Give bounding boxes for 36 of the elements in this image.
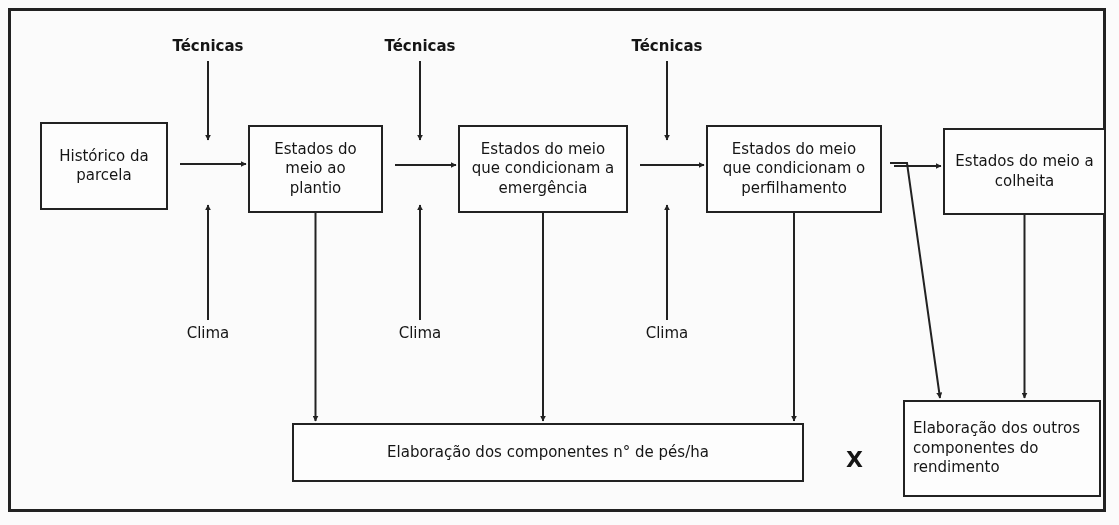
arrow [179,161,247,167]
box-text: Elaboração dos componentes n° de pés/ha [387,442,709,463]
input-label: Clima [173,322,243,344]
box-text: Estados do meio que condicionam o perfilhamento [721,139,867,199]
arrow [540,212,546,422]
input-label: Técnicas [163,35,253,57]
box-text: Estados do meio que condicionam a emergência [470,139,616,199]
arrow [639,162,705,168]
box-text: Estados do meio ao plantio [273,139,358,199]
process-box [40,122,168,210]
input-label: Técnicas [375,35,465,57]
input-label: Clima [632,322,702,344]
arrow [417,60,423,141]
process-box [248,125,383,213]
arrow [394,162,457,168]
arrow [417,204,423,321]
arrow [664,60,670,141]
arrow [889,162,943,399]
arrow [205,204,211,321]
arrow [1021,214,1028,399]
arrow [312,212,319,422]
input-label: Técnicas [622,35,712,57]
arrow [893,163,942,169]
arrow [664,204,670,321]
multiplication-sign: X [846,447,863,472]
input-label: Clima [385,322,455,344]
process-box [706,125,882,213]
process-box [458,125,628,213]
process-box [903,400,1101,497]
box-text: Estados do meio a colheita [954,152,1095,191]
box-text: Histórico da parcela [58,146,150,186]
box-text: Elaboração dos outros componentes do rendimento [913,419,1081,478]
arrow [205,60,211,141]
process-box [943,128,1106,215]
arrow [791,212,797,422]
process-box [292,423,804,482]
